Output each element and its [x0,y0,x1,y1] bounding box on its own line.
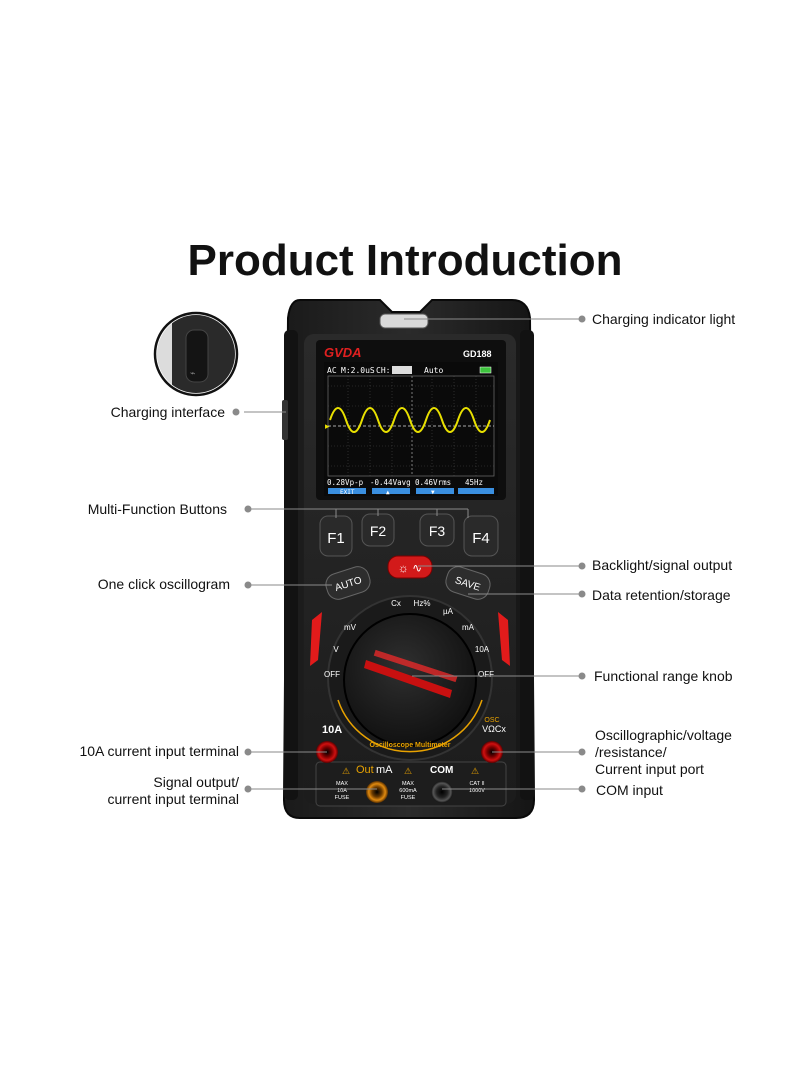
jack-out-ma[interactable] [366,781,388,803]
callout-signal-output-line2: current input terminal [107,791,239,807]
out-label: Out [356,764,374,776]
callout-osc-port-line2: /resistance/ [595,744,667,760]
max600-line2: 600mA [399,788,417,794]
callout-backlight: Backlight/signal output [592,557,733,573]
dial-mv: mV [344,623,357,632]
callout-osc-port-line1: Oscillographic/voltage [595,727,732,743]
softkey-up: ▲ [386,489,390,496]
brand-logo: GVDA [324,345,362,360]
softkey-down: ▼ [431,489,435,496]
model-name: GD188 [463,349,492,359]
charging-port-side [282,400,288,440]
svg-text:▸: ▸ [325,421,330,431]
svg-text:⚠: ⚠ [342,766,350,776]
f3-button[interactable]: F3 [419,513,455,547]
dial-arc-text: Oscilloscope Multimeter [370,742,451,749]
com-label: COM [430,765,453,776]
dial-hz: Hz% [414,599,431,608]
max10-line2: 10A [337,788,347,794]
softkey-exit: EXIT [340,489,355,496]
lcd-channel: CH: [376,366,390,375]
save-button[interactable]: SAVE [443,564,493,602]
page-title: Product Introduction [187,236,623,285]
max10-line3: FUSE [335,795,350,801]
dial-ua: µA [443,607,454,616]
max600-line1: MAX [402,781,414,787]
max10-line1: MAX [336,781,348,787]
dial-off-right: OFF [478,670,494,679]
reading-vrms: 0.46Vrms [415,478,451,487]
dial-cx: Cx [391,599,401,608]
svg-text:F3: F3 [429,523,446,539]
callout-multi-function: Multi-Function Buttons [87,501,227,517]
reading-hz: 45Hz [465,478,483,487]
lcd-grid [328,376,494,476]
svg-text:F4: F4 [472,530,490,547]
svg-text:⚠: ⚠ [404,766,412,776]
auto-button[interactable]: AUTO [323,564,373,602]
dial-off-left: OFF [324,670,340,679]
charging-interface-inset: ⌁ [153,311,239,397]
lcd-mode: AC [327,366,337,375]
callout-one-click: One click oscillogram [97,576,230,592]
terminal-10a-label: 10A [322,724,342,736]
dial-osc: OSC [484,717,499,724]
backlight-signal-button[interactable]: ☼ ∿ [387,555,433,579]
battery-icon [479,366,492,374]
svg-text:F1: F1 [327,530,345,547]
jack-com[interactable] [431,781,453,803]
cat-line1: CAT II [469,781,485,787]
callout-charging-interface: Charging interface [110,404,225,420]
dial-ma: mA [462,623,475,632]
max600-line3: FUSE [401,795,416,801]
lcd-trigger: Auto [424,366,443,375]
svg-text:☼ ∿: ☼ ∿ [398,561,422,575]
reading-vavg: -0.44Vavg [370,478,411,487]
terminal-panel [315,761,507,807]
dial-vohm: VΩCx [482,724,506,734]
left-grip [284,330,298,800]
f1-button[interactable]: F1 [319,515,353,557]
callout-com: COM input [596,782,663,798]
ma-label: mA [376,764,393,776]
callout-knob: Functional range knob [594,668,733,684]
f2-button[interactable]: F2 [361,513,395,547]
cat-line2: 1000V [469,788,485,794]
callout-osc-port-line3: Current input port [595,761,704,777]
usb-c-port-icon [185,329,209,383]
callout-charging-indicator: Charging indicator light [592,311,736,327]
dial-v: V [333,645,339,654]
lcd-timebase: M:2.0uS [341,366,375,375]
callout-10a: 10A current input terminal [79,743,239,759]
f4-button[interactable]: F4 [463,515,499,557]
svg-text:⌁: ⌁ [190,368,195,378]
charging-indicator-light [379,313,429,329]
dial-10a: 10A [475,645,490,654]
waveform-trace [329,407,491,433]
lcd-screen [324,362,498,496]
svg-text:F2: F2 [370,523,387,539]
reading-vpp: 0.28Vp-p [327,478,364,487]
callout-retention: Data retention/storage [592,587,731,603]
svg-text:⚠: ⚠ [471,766,479,776]
range-knob[interactable] [343,613,477,747]
right-grip [520,330,534,800]
callout-signal-output-line1: Signal output/ [153,774,239,790]
